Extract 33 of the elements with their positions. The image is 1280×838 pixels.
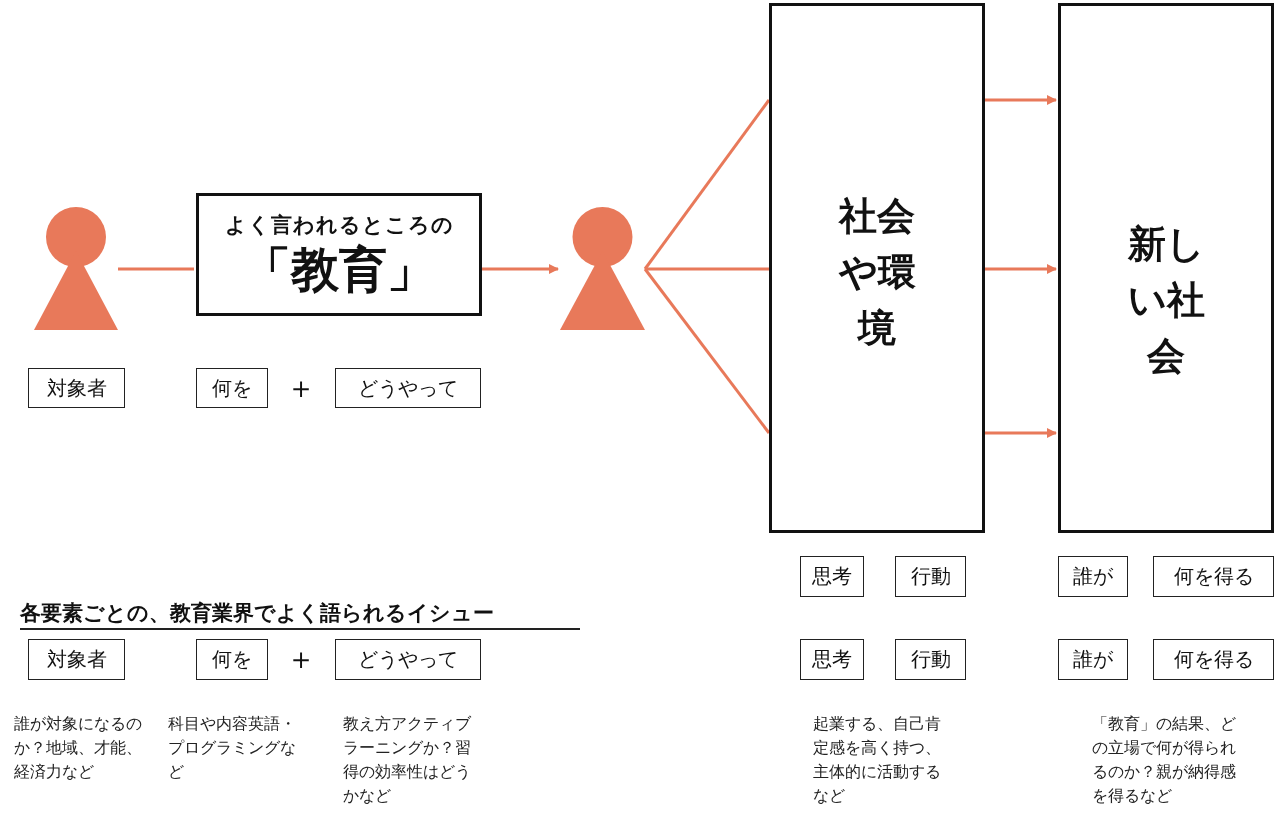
label-box: どうやって <box>335 639 481 680</box>
plus-sign: ＋ <box>286 370 316 406</box>
label-box: 誰が <box>1058 639 1128 680</box>
title-box <box>196 193 482 316</box>
label-box: 何を <box>196 368 268 408</box>
label-box: 何を <box>196 639 268 680</box>
description-text: 教え方アクティブラーニングか？習得の効率性はどうかなど <box>343 713 472 807</box>
label-box: 何を得る <box>1153 556 1274 597</box>
arrow <box>985 264 1057 274</box>
label-box: 行動 <box>895 639 966 680</box>
person-icon <box>560 207 645 330</box>
label-box: 誰が <box>1058 556 1128 597</box>
label-box: どうやって <box>335 368 481 408</box>
label-box: 思考 <box>800 639 864 680</box>
label-box: 行動 <box>895 556 966 597</box>
label-box: 何を得る <box>1153 639 1274 680</box>
plus-sign: ＋ <box>286 641 316 677</box>
column-box: 社会や環境 <box>769 3 985 533</box>
label-box: 対象者 <box>28 639 125 680</box>
description-text: 起業する、自己肯定感を高く持つ、主体的に活動するなど <box>813 713 942 807</box>
arrow <box>482 264 559 274</box>
arrow <box>985 95 1057 105</box>
label-box: 対象者 <box>28 368 125 408</box>
column-box: 新しい社会 <box>1058 3 1274 533</box>
description-text: 「教育」の結果、どの立場で何が得られるのか？親が納得感を得るなど <box>1092 713 1237 807</box>
heading: 各要素ごとの、教育業界でよく語られるイシュー <box>20 598 580 630</box>
subtitle-text: よく言われるところの <box>224 211 454 239</box>
person-icon <box>34 207 118 330</box>
label-box: 思考 <box>800 556 864 597</box>
description-text: 誰が対象になるのか？地域、才能、経済力など <box>14 713 143 783</box>
title-text: 「教育」 <box>243 239 435 299</box>
arrow <box>985 428 1057 438</box>
description-text: 科目や内容英語・プログラミングなど <box>168 713 297 783</box>
